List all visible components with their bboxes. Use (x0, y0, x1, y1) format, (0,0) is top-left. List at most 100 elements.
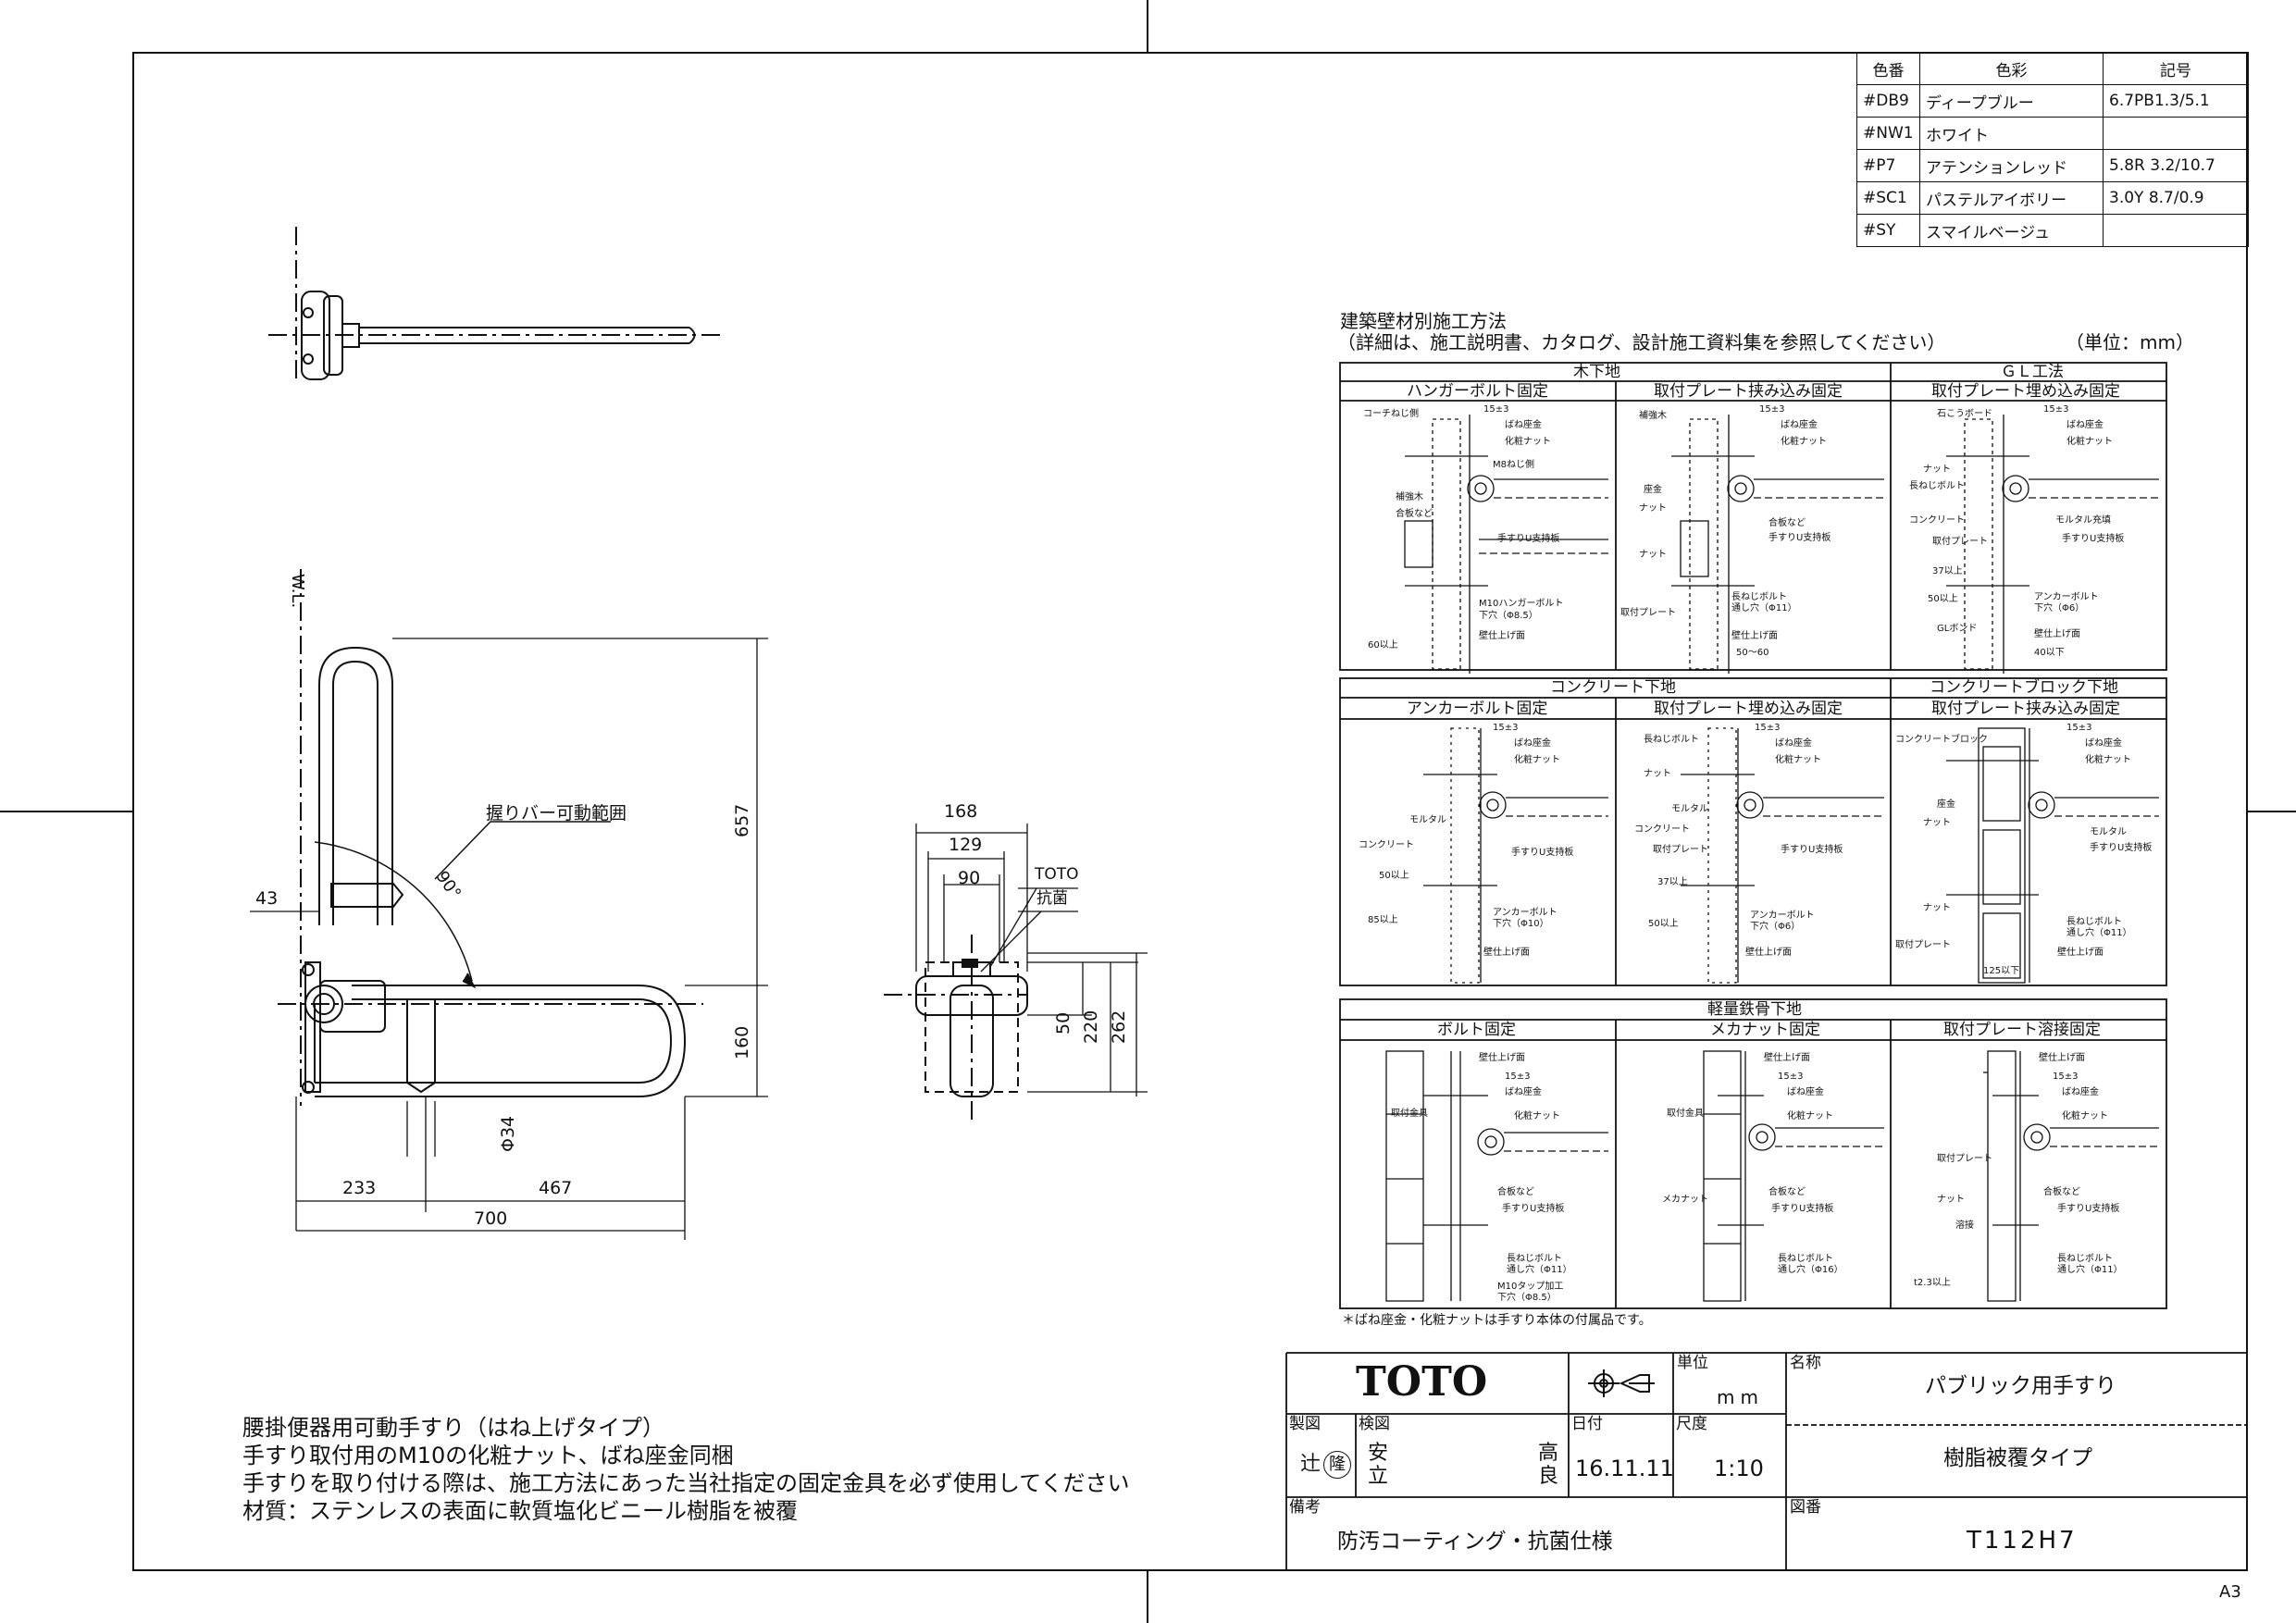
method-grid (1339, 362, 2167, 1309)
label: 37以上 (1657, 877, 1688, 887)
panel-labels-8: 壁仕上げ面 15±3 ばね座金 取付金具 化粧ナット 合板など メカナット 手す… (1616, 1040, 1891, 1308)
note-line: 腰掛便器用可動手すり（はね上げタイプ） (242, 1415, 664, 1441)
drawn-seal-text: 隆 (1329, 1455, 1346, 1474)
label: 85以上 (1368, 915, 1398, 925)
label: 取付プレート (1620, 608, 1676, 618)
label: コンクリート (1909, 515, 1965, 526)
label: M10ハンガーボルト (1479, 599, 1564, 609)
label: コンクリート (1634, 824, 1690, 835)
panel-labels-5: 長ねじボルト 15±3 ばね座金 化粧ナット ナット モルタル コンクリート 取… (1616, 719, 1891, 985)
color-code: #DB9 (1856, 84, 1920, 118)
label: ナット (1923, 903, 1951, 913)
note-line: 手すりを取り付ける際は、施工方法にあった当社指定の固定金具を必ず使用してください (242, 1470, 1130, 1496)
title-block-grid (1285, 1352, 2248, 1571)
color-symbol: 3.0Y 8.7/0.9 (2103, 181, 2249, 215)
section-wood: 木下地 (1573, 363, 1620, 381)
label: 60以上 (1368, 640, 1398, 650)
label: 手すりU支持板 (1502, 1204, 1565, 1214)
label: ばね座金 (1775, 738, 1812, 749)
label: 長ねじボルト (2066, 917, 2122, 927)
label: 15±3 (2053, 1072, 2079, 1082)
label: 手すりU支持板 (1771, 1204, 1834, 1214)
label: 長ねじボルト (1644, 735, 1699, 745)
label: 手すりU支持板 (2062, 534, 2125, 544)
label: 取付プレート (1895, 940, 1951, 950)
label: 手すりU支持板 (2090, 843, 2153, 853)
label: 50～60 (1736, 648, 1769, 658)
label: ナット (1644, 769, 1671, 779)
label: 37以上 (1932, 566, 1963, 576)
label: 合板など (1497, 1187, 1534, 1197)
note-line: 材質：ステンレスの表面に軟質塩化ビニール樹脂を被覆 (242, 1498, 798, 1524)
label: ばね座金 (2085, 738, 2122, 749)
label: 長ねじボルト (1731, 592, 1787, 602)
color-symbol (2103, 214, 2249, 247)
product-name: パブリック用手すり (1925, 1374, 2116, 1398)
label: ばね座金 (1505, 1087, 1542, 1097)
panel-title: ハンガーボルト固定 (1407, 382, 1548, 401)
label: 壁仕上げ面 (1483, 948, 1530, 958)
label: 壁仕上げ面 (1764, 1053, 1810, 1063)
label: 通し穴（Φ11） (1507, 1265, 1572, 1275)
dim-233: 233 (342, 1178, 377, 1198)
label: 化粧ナット (1514, 1111, 1560, 1121)
label: M10タップ加工 (1497, 1282, 1564, 1292)
label: ナット (1639, 550, 1667, 560)
label: 手すりU支持板 (1769, 533, 1831, 543)
panel-title: アンカーボルト固定 (1407, 700, 1548, 718)
color-header-symbol: 記号 (2103, 52, 2249, 85)
label: 通し穴（Φ11） (1731, 603, 1797, 613)
checked-label: 検図 (1359, 1415, 1390, 1433)
label: 壁仕上げ面 (2057, 948, 2104, 958)
remarks-value: 防汚コーティング・抗菌仕様 (1337, 1530, 1613, 1554)
checked-by-2: 立 (1368, 1465, 1389, 1488)
dim-220: 220 (1081, 1010, 1101, 1044)
label: ナット (1923, 465, 1951, 475)
color-name: パステルアイボリー (1919, 181, 2104, 215)
label: 壁仕上げ面 (1479, 631, 1525, 641)
label: GLボンド (1937, 624, 1978, 634)
label: 下穴（Φ10） (1493, 919, 1549, 929)
dim-657: 657 (732, 803, 752, 837)
panel-labels-4: 15±3 ばね座金 化粧ナット モルタル コンクリート 手すりU支持板 50以上… (1340, 719, 1616, 985)
color-name: ホワイト (1919, 117, 2104, 150)
label: アンカーボルト (1750, 911, 1815, 921)
dim-43: 43 (255, 888, 279, 909)
name-label: 名称 (1790, 1354, 1821, 1372)
drawing-no: T112H7 (1967, 1527, 2078, 1555)
dim-50: 50 (1053, 1011, 1074, 1035)
label: 壁仕上げ面 (2039, 1053, 2085, 1063)
label: 下穴（Φ6） (2034, 603, 2085, 613)
label: 石こうボード (1937, 409, 1992, 419)
label: 化粧ナット (2085, 755, 2131, 765)
label: 15±3 (1755, 723, 1781, 733)
panel-labels-6: コンクリートブロック 15±3 ばね座金 化粧ナット 座金 ナット モルタル 手… (1891, 719, 2166, 985)
label: 取付プレート (1937, 1154, 1992, 1164)
label: 合板など (2043, 1187, 2080, 1197)
label: 溶接 (1955, 1220, 1974, 1231)
label: 取付プレート (1932, 537, 1988, 547)
label: 合板など (1769, 518, 1806, 528)
panel-labels-2: 補強木 15±3 ばね座金 化粧ナット 座金 ナット 合板など 手すりU支持板 … (1616, 401, 1891, 670)
label: 通し穴（Φ16） (1778, 1265, 1843, 1275)
label: アンカーボルト (2034, 592, 2099, 602)
label: ばね座金 (1505, 420, 1542, 430)
label: 取付金具 (1667, 1109, 1704, 1119)
color-name: ディープブルー (1919, 84, 2104, 118)
label: 長ねじボルト (1778, 1254, 1833, 1264)
panel-title: 取付プレート挟み込み固定 (1654, 382, 1843, 401)
label: モルタル (1671, 804, 1708, 814)
note-line: 手すり取付用のM10の化粧ナット、ばね座金同梱 (242, 1443, 734, 1468)
label: 通し穴（Φ11） (2066, 928, 2132, 938)
label: 15±3 (2043, 404, 2069, 415)
dim-700: 700 (474, 1208, 508, 1229)
panel-title: 取付プレート埋め込み固定 (1931, 382, 2120, 401)
panel-labels-7: 壁仕上げ面 15±3 ばね座金 取付金具 化粧ナット 合板など 手すりU支持板 … (1340, 1040, 1616, 1308)
label: メカナット (1662, 1195, 1708, 1205)
color-symbol (2103, 117, 2249, 150)
dim-262: 262 (1109, 1010, 1129, 1044)
label: アンカーボルト (1493, 908, 1558, 918)
panel-labels-1: コーチねじ側 15±3 ばね座金 化粧ナット M8ねじ側 補強木 合板など 手す… (1340, 401, 1616, 670)
section-block: コンクリートブロック下地 (1930, 678, 2118, 697)
